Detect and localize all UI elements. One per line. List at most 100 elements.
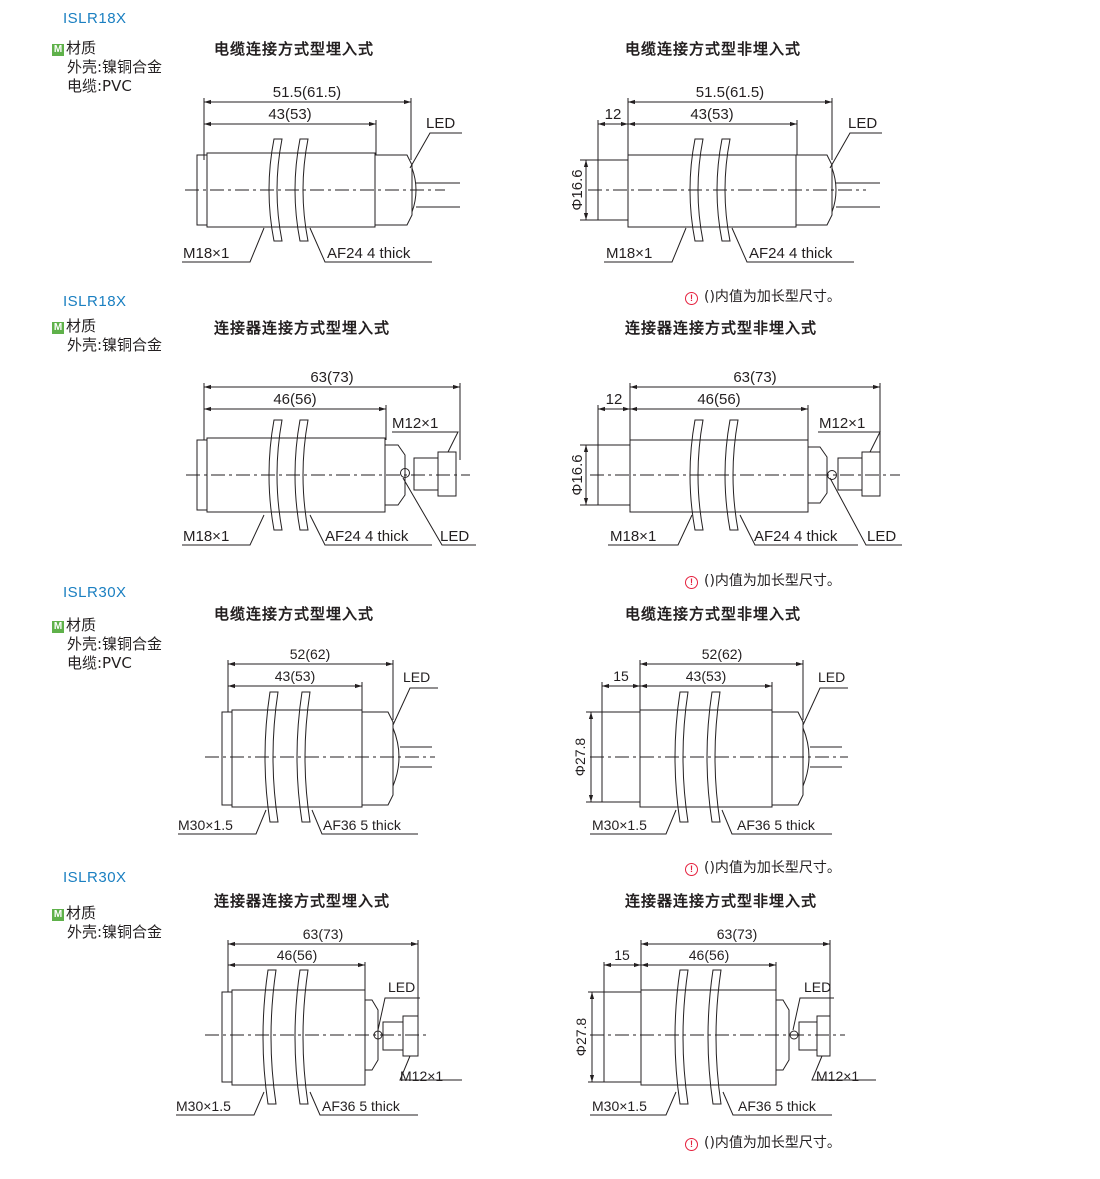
dim-overall-label: 52(62) — [702, 646, 742, 662]
diagram-connector-nonembedded-18 — [580, 383, 902, 546]
dim-overall-label: 51.5(61.5) — [273, 84, 341, 101]
diagram-title-left: 连接器连接方式型埋入式 — [214, 319, 391, 337]
nut-label: AF36 5 thick — [322, 1098, 401, 1114]
diameter-label: Φ27.8 — [572, 738, 588, 777]
led-label: LED — [403, 669, 430, 685]
material-badge-icon: M — [52, 322, 64, 334]
footnote: !()内值为加长型尺寸。 — [685, 1132, 841, 1152]
thread-label: M30×1.5 — [592, 1098, 647, 1114]
thread-label: M30×1.5 — [176, 1098, 231, 1114]
material-title: 材质 — [66, 616, 97, 634]
footnote: !()内值为加长型尺寸。 — [685, 286, 841, 306]
nut-label: AF24 4 thick — [327, 245, 411, 262]
connector-thread-label: M12×1 — [400, 1068, 443, 1084]
dim-overall-label: 63(73) — [733, 369, 776, 386]
thread-label: M18×1 — [610, 528, 656, 545]
nut-label: AF24 4 thick — [325, 528, 409, 545]
led-label: LED — [426, 115, 455, 132]
model-name: ISLR30X — [63, 584, 127, 601]
diagram-title-left: 电缆连接方式型埋入式 — [214, 40, 375, 58]
warning-icon: ! — [685, 292, 698, 305]
dim-body-label: 43(53) — [268, 106, 311, 123]
material-title: 材质 — [66, 39, 97, 57]
diagram-title-right: 连接器连接方式型非埋入式 — [625, 892, 818, 910]
dim-body-label: 46(56) — [273, 391, 316, 408]
model-name: ISLR18X — [63, 10, 127, 27]
material-line: 外壳:镍铜合金 — [67, 336, 163, 354]
model-name: ISLR30X — [63, 869, 127, 886]
model-name: ISLR18X — [63, 293, 127, 310]
diagram-title-right: 电缆连接方式型非埋入式 — [625, 605, 802, 623]
nut-label: AF36 5 thick — [323, 817, 402, 833]
material-line: 电缆:PVC — [67, 77, 132, 95]
nut-label: AF24 4 thick — [754, 528, 838, 545]
material-line: 电缆:PVC — [67, 654, 132, 672]
led-label: LED — [388, 979, 415, 995]
diagram-title-right: 连接器连接方式型非埋入式 — [625, 319, 818, 337]
dim-offset-label: 12 — [606, 391, 623, 408]
dim-body-label: 43(53) — [275, 668, 315, 684]
dim-body-label: 46(56) — [689, 947, 729, 963]
nut-label: AF36 5 thick — [738, 1098, 817, 1114]
diagram-cable-nonembedded-30 — [586, 660, 848, 835]
nut-label: AF24 4 thick — [749, 245, 833, 262]
material-badge-icon: M — [52, 621, 64, 633]
footnote-text: ()内值为加长型尺寸。 — [704, 1135, 841, 1151]
connector-thread-label: M12×1 — [816, 1068, 859, 1084]
dim-offset-label: 15 — [613, 668, 629, 684]
dim-overall-label: 63(73) — [310, 369, 353, 386]
led-label: LED — [867, 528, 896, 545]
dim-offset-label: 15 — [614, 947, 630, 963]
diameter-label: Φ27.8 — [573, 1018, 589, 1057]
diagram-title-left: 电缆连接方式型埋入式 — [214, 605, 375, 623]
footnote-text: ()内值为加长型尺寸。 — [704, 860, 841, 876]
diagram-cable-embedded-30 — [178, 660, 438, 835]
diameter-label: Φ16.6 — [569, 454, 586, 495]
dim-overall-label: 51.5(61.5) — [696, 84, 764, 101]
dim-overall-label: 52(62) — [290, 646, 330, 662]
diagram-cable-nonembedded-18 — [580, 98, 882, 263]
diagram-connector-embedded-30 — [176, 940, 462, 1116]
connector-thread-label: M12×1 — [819, 415, 865, 432]
dim-offset-label: 12 — [605, 106, 622, 123]
diagram-connector-nonembedded-30 — [588, 940, 876, 1116]
dim-body-label: 46(56) — [277, 947, 317, 963]
footnote: ! ()内值为加长型尺寸。 — [685, 570, 841, 590]
thread-label: M18×1 — [183, 245, 229, 262]
footnote: ! ()内值为加长型尺寸。 — [685, 857, 841, 877]
warning-icon: ! — [685, 863, 698, 876]
diagram-cable-embedded-18 — [182, 98, 462, 263]
dim-body-label: 46(56) — [697, 391, 740, 408]
dim-overall-label: 63(73) — [717, 926, 757, 942]
led-label: LED — [804, 979, 831, 995]
diagram-connector-embedded-18 — [182, 383, 476, 546]
thread-label: M30×1.5 — [178, 817, 233, 833]
material-line: 外壳:镍铜合金 — [67, 923, 163, 941]
material-title: 材质 — [66, 904, 97, 922]
led-label: LED — [848, 115, 877, 132]
diagram-title-right: 电缆连接方式型非埋入式 — [625, 40, 802, 58]
dim-body-label: 43(53) — [690, 106, 733, 123]
material-badge-icon: M — [52, 44, 64, 56]
warning-icon: ! — [685, 576, 698, 589]
thread-label: M18×1 — [606, 245, 652, 262]
material-line: 外壳:镍铜合金 — [67, 58, 163, 76]
thread-label: M30×1.5 — [592, 817, 647, 833]
led-label: LED — [818, 669, 845, 685]
led-label: LED — [440, 528, 469, 545]
diameter-label: Φ16.6 — [569, 169, 586, 210]
dim-overall-label: 63(73) — [303, 926, 343, 942]
nut-label: AF36 5 thick — [737, 817, 816, 833]
material-title: 材质 — [66, 317, 97, 335]
dim-body-label: 43(53) — [686, 668, 726, 684]
connector-thread-label: M12×1 — [392, 415, 438, 432]
material-line: 外壳:镍铜合金 — [67, 635, 163, 653]
material-badge-icon: M — [52, 909, 64, 921]
footnote-text: ()内值为加长型尺寸。 — [704, 573, 841, 589]
diagram-title-left: 连接器连接方式型埋入式 — [214, 892, 391, 910]
